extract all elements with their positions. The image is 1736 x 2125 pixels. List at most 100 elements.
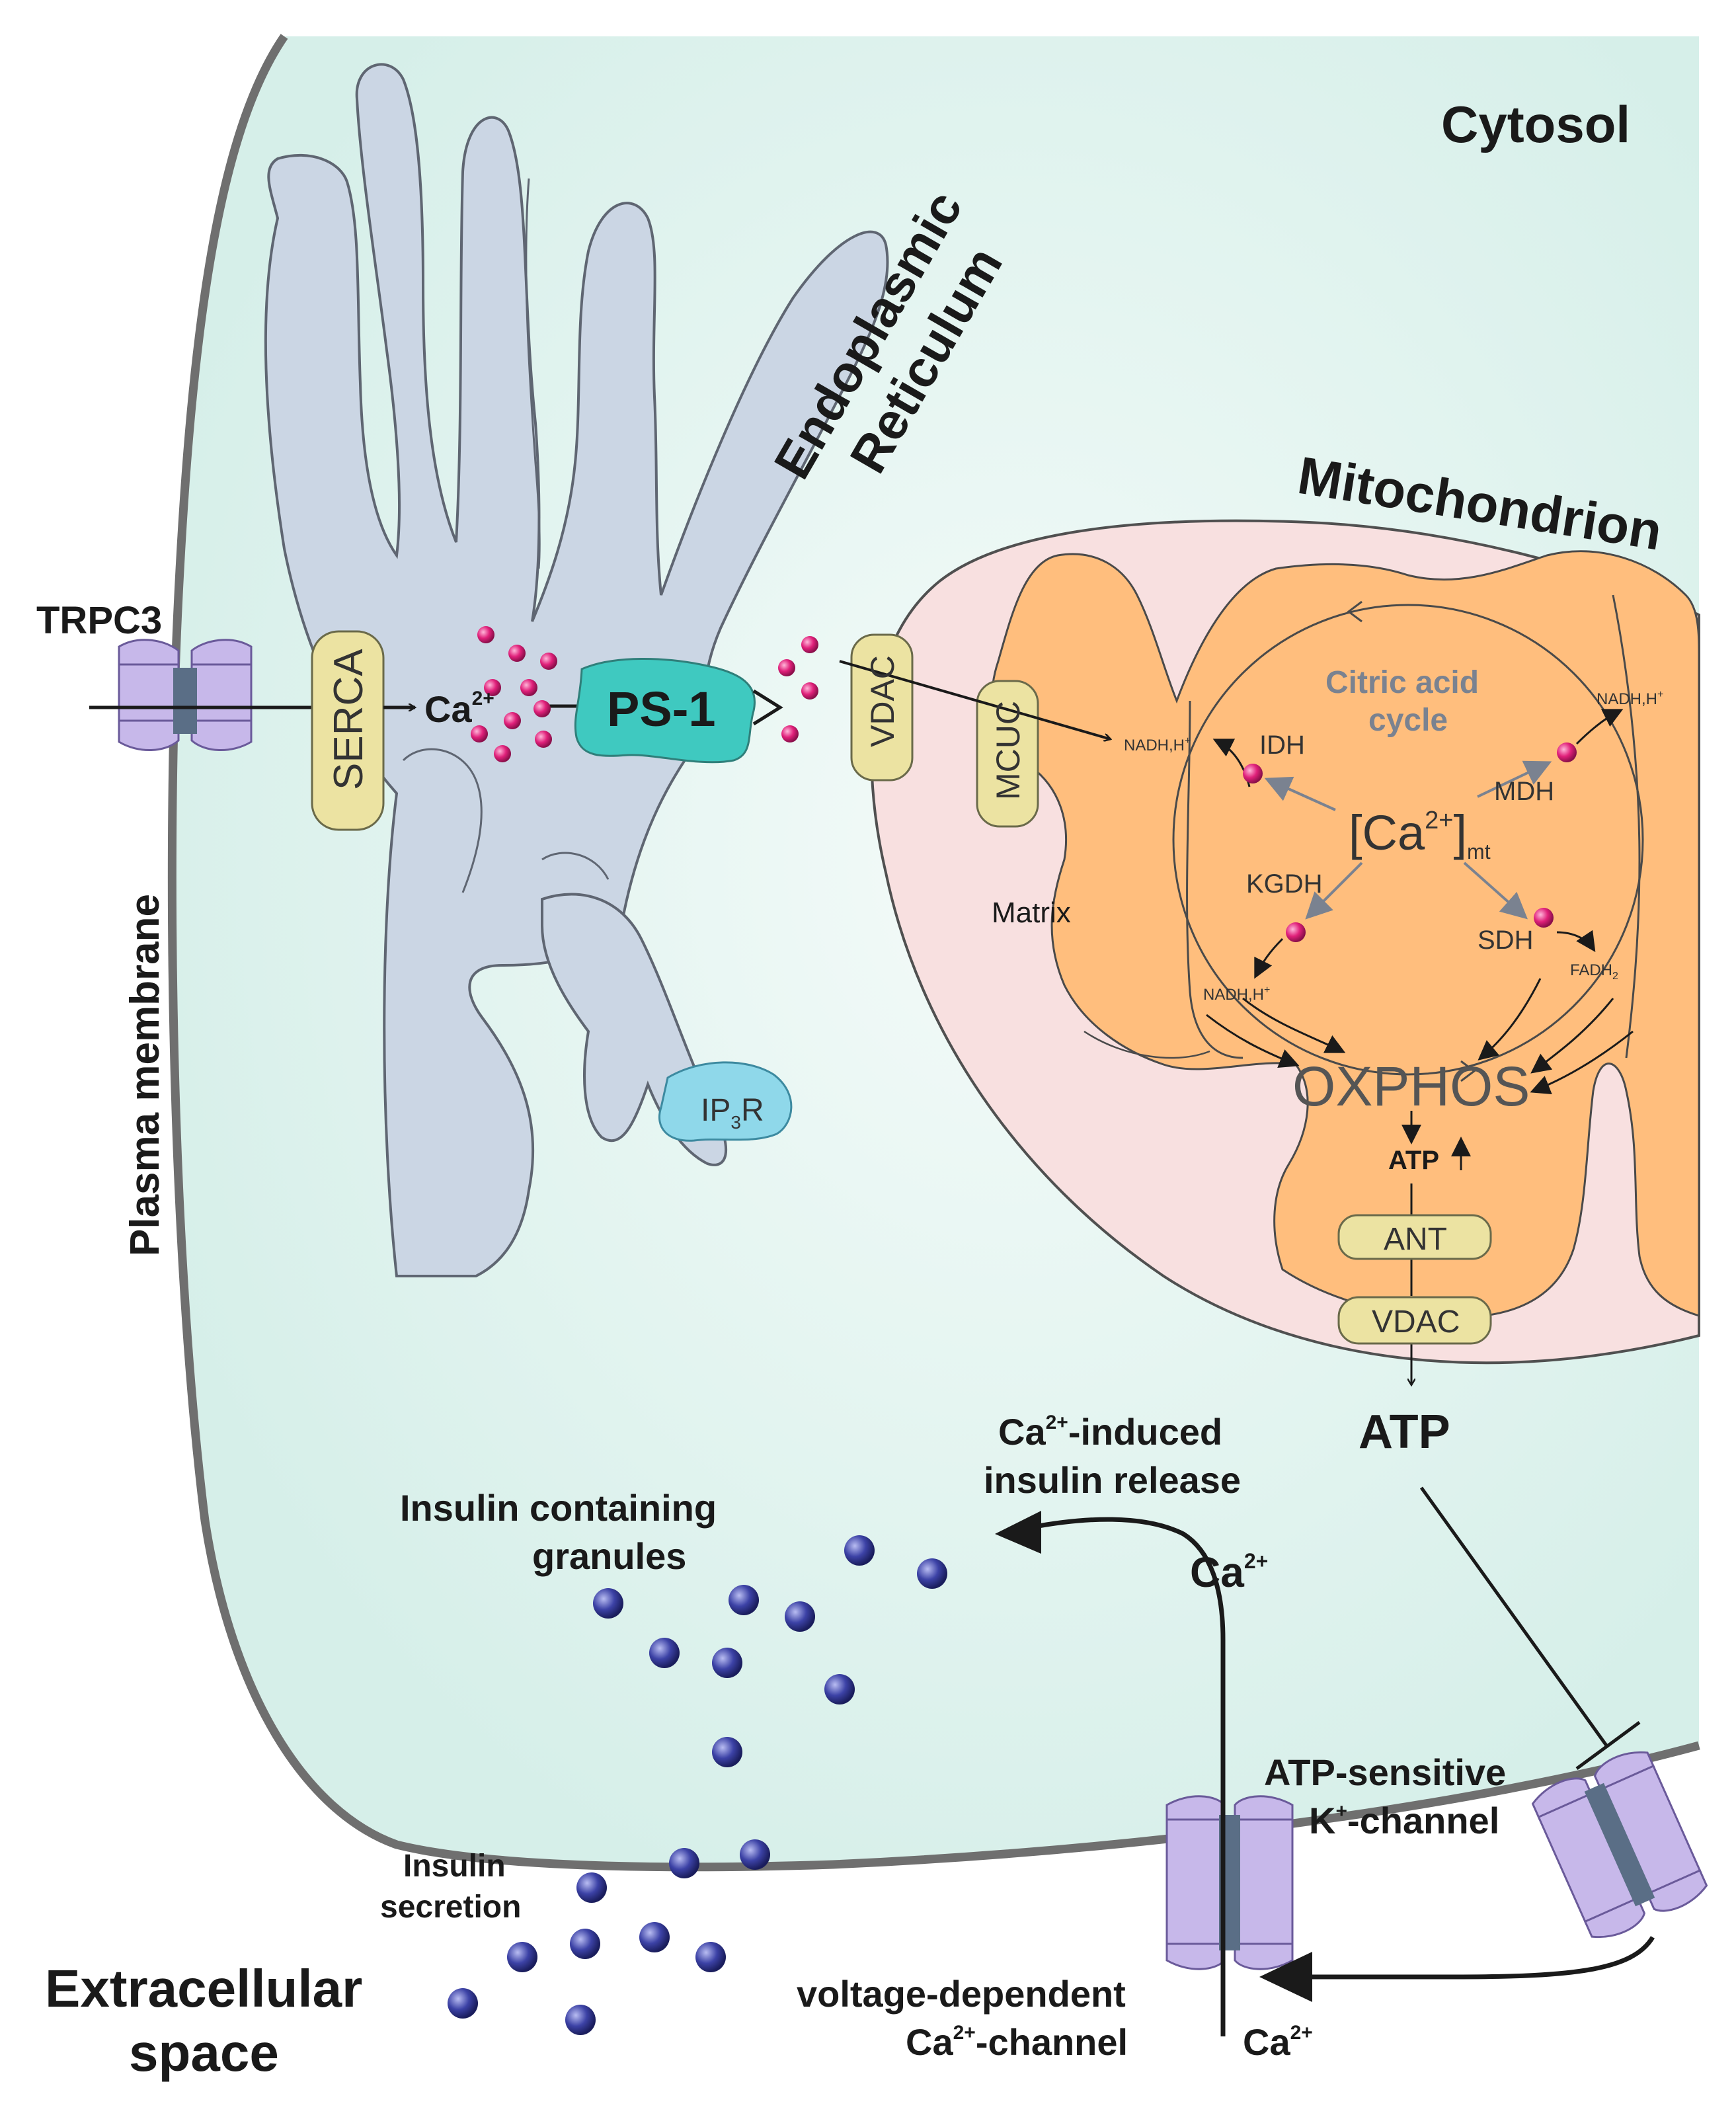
insulin-granule-icon [448, 1988, 478, 2019]
endoplasmic-reticulum [264, 63, 889, 1277]
vdac-bottom-transporter [1337, 1296, 1492, 1345]
ca-to-sdh-arrow [1463, 862, 1528, 920]
atp-label: ATP [1359, 1406, 1450, 1459]
insulin-secretion-line1: Insulin [403, 1849, 506, 1884]
calcium-ion-icon [1286, 922, 1306, 942]
crista-line [1084, 1030, 1210, 1059]
granules-label-line1: Insulin containing [400, 1487, 717, 1529]
ca-to-idh-arrow [1264, 776, 1336, 811]
vdcc-channel-icon [1165, 1795, 1294, 1970]
calcium-ion-icon [778, 659, 795, 676]
vdcc-label-line2: Ca2+-channel [906, 2021, 1128, 2063]
calcium-ion-icon [533, 700, 551, 717]
depolarization-arrowhead [1259, 1952, 1312, 2002]
insulin-granule-icon [712, 1648, 742, 1678]
calcium-ion-icon [520, 679, 537, 696]
vdac-outer-label: VDAC [864, 655, 901, 747]
cycle-direction-arrow [1347, 600, 1362, 623]
extracellular-label-line1: Extracellular [45, 1959, 362, 2018]
ps1-label: PS-1 [607, 682, 716, 737]
mdh-label: MDH [1494, 777, 1554, 806]
crista-line [1186, 700, 1243, 1059]
ca-mt-label: [Ca2+]mt [1349, 805, 1491, 863]
sdh-label: SDH [1478, 926, 1533, 955]
insulin-granule-icon [639, 1922, 670, 1952]
flow-to-oxphos [1242, 997, 1346, 1053]
ca-inside-label: Ca2+ [1190, 1548, 1268, 1596]
flow-to-oxphos [1206, 1014, 1300, 1068]
oxphos-label: OXPHOS [1292, 1055, 1530, 1117]
ca-induced-release-line1: Ca2+-induced [998, 1411, 1222, 1453]
matrix-label: Matrix [992, 897, 1071, 929]
ca-influx-arrow [1031, 1517, 1226, 2036]
mitochondrial-matrix [991, 550, 1700, 1318]
insulin-granule-icon [712, 1737, 742, 1767]
ca-to-mdh-arrow [1477, 760, 1552, 798]
serca-label: SERCA [326, 649, 372, 790]
mcuc-transporter [976, 680, 1039, 828]
depolarization-arrow [1306, 1936, 1655, 1980]
insulin-granule-icon [565, 2005, 596, 2035]
trpc3-channel-icon [118, 639, 253, 752]
er-fold-line [541, 852, 610, 880]
extracellular-label-line2: space [129, 2023, 279, 2082]
atp-inhibition-bar [1575, 1720, 1641, 1771]
plasma-membrane [167, 34, 1700, 1872]
ps1-protein [574, 658, 756, 764]
insulin-granule-icon [824, 1674, 855, 1704]
katp-channel-icon [1531, 1751, 1708, 1939]
calcium-ion-icon [477, 626, 494, 643]
cycle-direction-arrow [1460, 1060, 1476, 1082]
insulin-granule-icon [729, 1585, 759, 1615]
er-fold-line [402, 748, 483, 893]
flow-to-oxphos [1530, 1030, 1634, 1095]
ant-transporter [1337, 1214, 1492, 1260]
nadh-top-left-label: NADH,H+ [1124, 735, 1191, 754]
vdac-bottom-label: VDAC [1372, 1304, 1460, 1340]
ca-induced-release-line2: insulin release [984, 1459, 1241, 1501]
cytosol-label: Cytosol [1441, 95, 1630, 153]
calcium-ion-icon [504, 712, 521, 729]
ca-outside-label: Ca2+ [1243, 2021, 1313, 2063]
calcium-ion-icon [471, 725, 488, 742]
citric-acid-label-line2: cycle [1368, 703, 1448, 738]
insulin-granule-icon [917, 1558, 947, 1589]
er-fold-line [525, 178, 541, 569]
ip3r-receptor [658, 1061, 793, 1142]
idh-label: IDH [1259, 731, 1305, 760]
insulin-granule-icon [570, 1929, 600, 1959]
insulin-granule-group [448, 1535, 947, 2035]
vdac-outer-transporter [850, 633, 914, 782]
ant-label: ANT [1384, 1222, 1447, 1257]
ca-er-label: Ca2+ [424, 688, 494, 730]
insulin-granule-icon [507, 1942, 537, 1972]
citric-acid-cycle-circle [1172, 604, 1644, 1076]
calcium-ion-icon [781, 725, 799, 742]
calcium-ion-icon [535, 731, 552, 748]
crista-line [1612, 594, 1641, 1059]
insulin-granule-icon [785, 1601, 815, 1632]
calcium-ion-icon [1534, 908, 1554, 928]
nadh-bottom-arrow [1254, 938, 1284, 979]
calcium-ion-icon [1243, 764, 1263, 783]
nadh-top-right-label: NADH,H+ [1597, 689, 1663, 708]
insulin-granule-icon [649, 1638, 680, 1668]
calcium-ion-icon [494, 745, 511, 762]
insulin-granule-icon [695, 1942, 726, 1972]
plasma-membrane-label: Plasma membrane [122, 894, 168, 1256]
calcium-ion-icon [484, 679, 501, 696]
insulin-granule-icon [844, 1535, 875, 1566]
vdcc-label-line1: voltage-dependent [797, 1973, 1126, 2015]
insulin-secretion-line2: secretion [380, 1890, 521, 1925]
kgdh-label: KGDH [1246, 869, 1323, 899]
calcium-ion-icon [508, 645, 526, 662]
calcium-ion-icon [801, 636, 818, 653]
insulin-granule-icon [576, 1872, 607, 1903]
flow-to-oxphos [1530, 998, 1614, 1074]
serca-pump [311, 630, 385, 831]
calcium-ion-icon [801, 682, 818, 700]
ca-to-kgdh-arrow [1305, 862, 1363, 920]
ip3r-label: IP3R [701, 1093, 764, 1133]
ps1-release-arrow [752, 689, 783, 726]
